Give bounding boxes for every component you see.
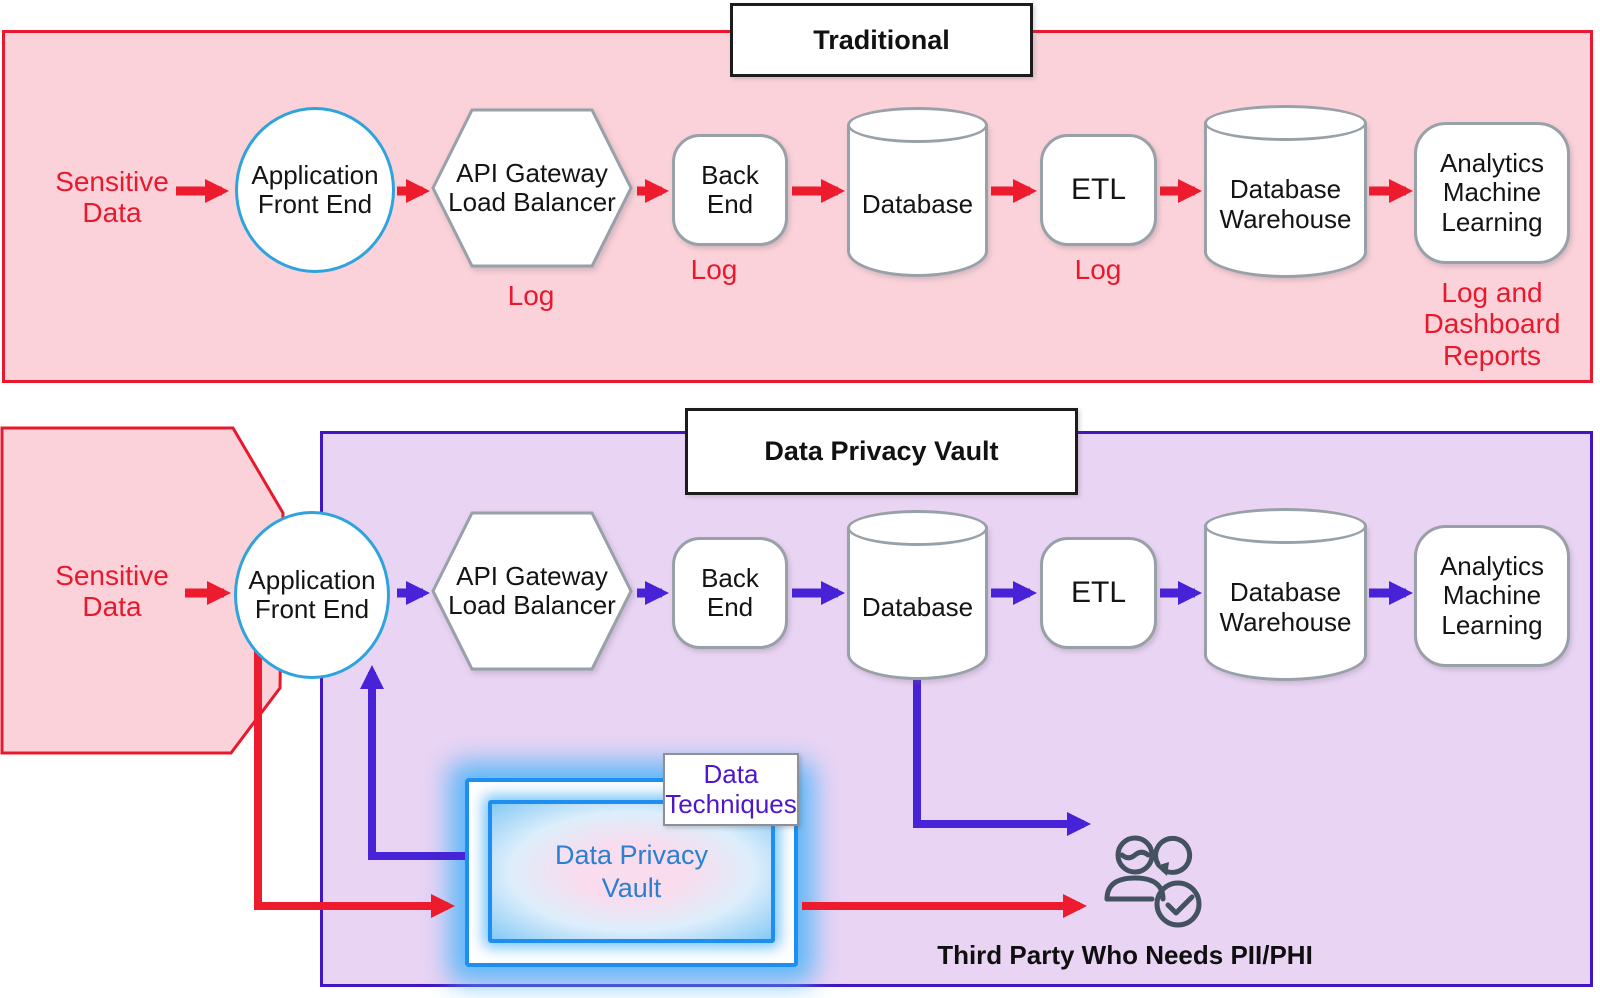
node-database-warehouse-vault: Database Warehouse xyxy=(1204,508,1367,681)
cylinder-top xyxy=(1204,105,1367,141)
data-techniques-box: Data Techniques xyxy=(663,753,799,826)
traditional-title-box: Traditional xyxy=(730,3,1033,77)
cylinder-top xyxy=(847,510,988,546)
cylinder-body xyxy=(847,124,988,277)
log-label-etl: Log xyxy=(1074,254,1122,285)
data-techniques-label: Data Techniques xyxy=(665,758,797,819)
node-application-front-end: Application Front End xyxy=(235,107,395,273)
node-back-end: Back End xyxy=(672,134,788,246)
cylinder-body xyxy=(847,527,988,680)
check-circle xyxy=(1154,880,1202,928)
cylinder-body xyxy=(1204,525,1367,681)
hexagon-shape xyxy=(431,511,633,671)
log-dashboard-reports-label: Log and Dashboard Reports xyxy=(1423,277,1561,371)
node-etl: ETL xyxy=(1040,134,1157,246)
person-shoulders xyxy=(1104,875,1166,902)
node-analytics-vault: Analytics Machine Learning xyxy=(1414,525,1570,667)
person-head xyxy=(1115,835,1155,875)
vault-title-box: Data Privacy Vault xyxy=(685,408,1078,495)
data-privacy-vault-label: Data Privacy Vault xyxy=(554,840,709,903)
third-party-person-icon xyxy=(1104,835,1202,928)
cylinder-top xyxy=(1204,508,1367,544)
node-analytics: Analytics Machine Learning xyxy=(1414,122,1570,264)
node-application-front-end-vault: Application Front End xyxy=(234,511,390,679)
third-party-label: Third Party Who Needs PII/PHI xyxy=(937,940,1313,970)
vault-title: Data Privacy Vault xyxy=(764,436,999,466)
node-api-gateway-vault: API Gateway Load Balancer xyxy=(431,511,633,671)
refresh-arc xyxy=(1153,835,1193,875)
node-etl-vault: ETL xyxy=(1040,537,1157,649)
node-database: Database xyxy=(847,107,988,277)
node-back-end-vault: Back End xyxy=(672,537,788,649)
sensitive-data-label-traditional: Sensitive Data xyxy=(55,166,169,229)
log-label-gateway: Log xyxy=(507,280,555,311)
traditional-title: Traditional xyxy=(813,24,950,55)
sensitive-data-label-vault: Sensitive Data xyxy=(55,560,169,623)
cylinder-body xyxy=(1204,122,1367,278)
node-database-warehouse: Database Warehouse xyxy=(1204,105,1367,278)
check-mark xyxy=(1165,894,1195,916)
refresh-arrowhead xyxy=(1156,862,1169,876)
node-api-gateway: API Gateway Load Balancer xyxy=(431,108,633,268)
hexagon-shape xyxy=(431,108,633,268)
log-label-backend: Log xyxy=(690,254,738,285)
cylinder-top xyxy=(847,107,988,143)
node-database-vault: Database xyxy=(847,510,988,680)
person-hair-wave xyxy=(1119,849,1151,861)
